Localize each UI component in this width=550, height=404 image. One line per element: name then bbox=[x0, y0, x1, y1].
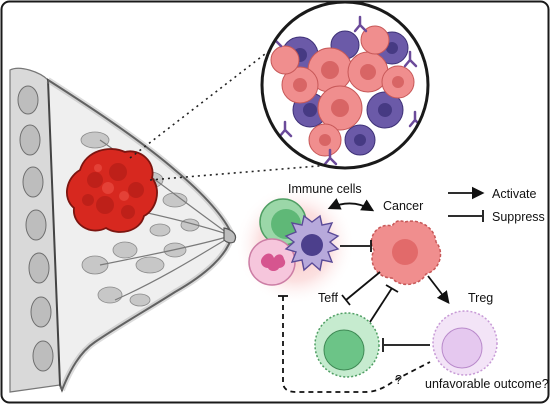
immune-cells-cluster bbox=[248, 198, 340, 286]
immune-cells-label: Immune cells bbox=[288, 182, 362, 196]
crosstalk-arrow bbox=[327, 198, 375, 212]
unfavorable-outcome-label: unfavorable outcome? bbox=[425, 377, 549, 391]
question-mark-label: ? bbox=[395, 373, 402, 387]
macrophage-icon bbox=[284, 214, 340, 272]
neutrophil-icon bbox=[248, 238, 296, 286]
magnifier-circle-icon bbox=[260, 0, 430, 170]
teff-label: Teff bbox=[318, 291, 338, 305]
legend: Activate Suppress bbox=[448, 186, 545, 224]
legend-activate-label: Activate bbox=[492, 187, 537, 201]
tumor-icon bbox=[66, 148, 158, 233]
teff-cell-icon bbox=[314, 312, 380, 378]
interaction-arrows bbox=[278, 198, 450, 393]
zoom-lines bbox=[129, 43, 331, 181]
treg-label: Treg bbox=[468, 291, 493, 305]
cancer-cell-icon bbox=[370, 220, 442, 286]
activate-arrow-icon bbox=[427, 275, 450, 304]
cancer-label: Cancer bbox=[383, 199, 423, 213]
legend-suppress-label: Suppress bbox=[492, 210, 545, 224]
treg-cell-icon bbox=[432, 310, 498, 376]
